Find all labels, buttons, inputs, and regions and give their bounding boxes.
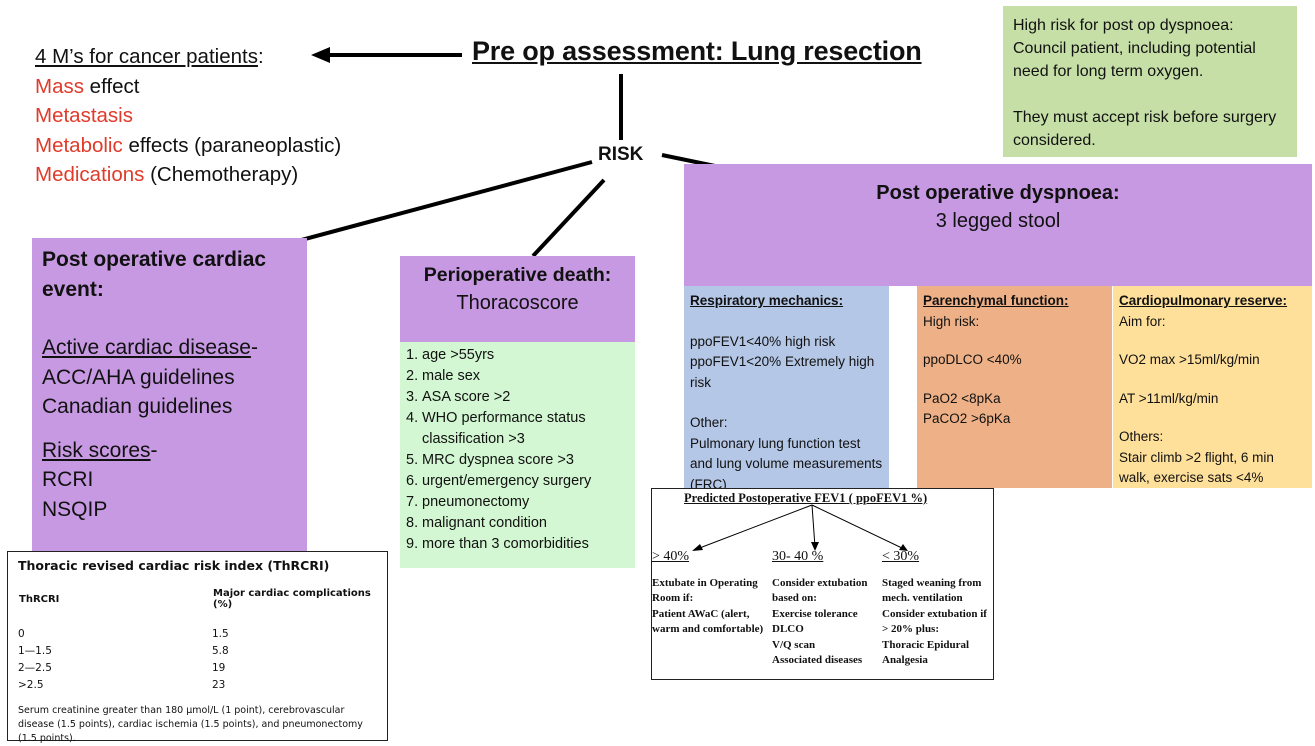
ppofev1-line: Exercise tolerance (772, 607, 858, 620)
parenchymal-line: ppoDLCO <40% (923, 352, 1022, 367)
perioperative-death-box: Perioperative death: Thoracoscore (400, 256, 635, 342)
table-row: 2—2.5 19 (18, 662, 377, 679)
list-item: 1.age >55yrs (406, 347, 495, 363)
thrcri-col-header: Major cardiac complications (%) (213, 588, 371, 610)
parenchymal-label: High risk: (923, 313, 980, 329)
respiratory-other-text: Pulmonary lung function test and lung vo… (690, 435, 883, 492)
four-ms-item: Medications (Chemotherapy) (35, 163, 299, 186)
ppofev1-column: > 40% Extubate in Operating Room if: Pat… (652, 549, 770, 638)
thrcri-score: 2—2.5 (18, 662, 52, 674)
arrowhead-icon (692, 544, 703, 551)
high-risk-note: High risk for post op dyspnoea: Council … (1003, 6, 1297, 157)
thrcri-pct: 5.8 (212, 645, 229, 657)
list-item: 3.ASA score >2 (406, 389, 511, 405)
four-ms-item: Mass effect (35, 74, 140, 98)
list-item: 6.urgent/emergency surgery (406, 473, 592, 489)
cardiac-heading: Post operative cardiac event: (42, 248, 267, 301)
thrcri-title: Thoracic revised cardiac risk index (ThR… (18, 558, 330, 573)
cardiac-item: RCRI (42, 468, 94, 491)
high-risk-line: They must accept risk before surgery con… (1013, 109, 1277, 149)
ppofev1-line: Consider extubation based on: (772, 576, 868, 605)
list-item: 9.more than 3 comorbidities (406, 536, 589, 552)
respiratory-mechanics-box: Respiratory mechanics: ppoFEV1<40% high … (684, 286, 889, 492)
high-risk-line: High risk for post op dyspnoea: Council … (1013, 17, 1256, 80)
respiratory-line: ppoFEV1<20% Extremely high risk (690, 354, 875, 390)
ppofev1-level: < 30% (882, 549, 920, 564)
ppofev1-line: DLCO (772, 623, 804, 635)
cardiac-item: NSQIP (42, 497, 108, 521)
table-row: 0 1.5 (18, 628, 377, 645)
ppofev1-arrows (692, 504, 908, 551)
cardiopulmonary-label: Aim for: (1119, 313, 1166, 329)
page-title: Pre op assessment: Lung resection (472, 36, 922, 66)
list-item: 8.malignant condition (406, 515, 547, 531)
dyspnoea-heading: Post operative dyspnoea: (876, 182, 1120, 204)
ppofev1-line: Consider extubation if > 20% plus: (882, 607, 987, 636)
table-row: >2.5 23 (18, 679, 377, 696)
cardiac-event-box: Post operative cardiac event: Active car… (32, 238, 307, 551)
thrcri-pct: 19 (212, 662, 226, 674)
four-ms-list: 4 M’s for cancer patients: Mass effect M… (35, 42, 341, 190)
risk-scores-label: Risk scores- (42, 438, 158, 462)
cardiac-item: ACC/AHA guidelines (42, 365, 235, 389)
risk-to-cardiac-line (252, 160, 593, 255)
ppofev1-line: V/Q scan (772, 638, 816, 651)
cardiopulmonary-reserve-box: Cardiopulmonary reserve: Aim for: VO2 ma… (1113, 286, 1312, 488)
list-item: 2.male sex (406, 368, 481, 384)
cardiopulmonary-line: AT >11ml/kg/min (1119, 390, 1219, 406)
thrcri-pct: 1.5 (212, 628, 229, 640)
list-item: 7.pneumonectomy (406, 494, 530, 510)
cardiac-item: Canadian guidelines (42, 395, 233, 418)
cardiopulmonary-others-label: Others: (1119, 429, 1164, 444)
ppofev1-line: Patient AWaC (alert, warm and comfortabl… (652, 607, 764, 636)
list-item: 5.MRC dyspnea score >3 (406, 452, 574, 468)
cardiopulmonary-line: VO2 max >15ml/kg/min (1119, 352, 1260, 367)
thrcri-score: >2.5 (18, 679, 44, 691)
ppofev1-line: Extubate in Operating Room if: (652, 576, 758, 605)
ppofev1-line: Staged weaning from mech. ventilation (882, 576, 982, 605)
active-disease-label: Active cardiac disease- (42, 336, 258, 359)
parenchymal-line: PaCO2 >6pKa (923, 411, 1011, 426)
ppofev1-level: 30- 40 % (772, 549, 824, 564)
dyspnoea-sub: 3 legged stool (935, 210, 1061, 232)
respiratory-heading: Respiratory mechanics: (690, 293, 844, 308)
four-ms-item: Metabolic effects (paraneoplastic) (35, 133, 342, 157)
thrcri-pct: 23 (212, 679, 226, 691)
respiratory-other-label: Other: (690, 415, 728, 430)
four-ms-item: Metastasis (35, 104, 133, 127)
risk-to-periop-line (531, 178, 606, 258)
thrcri-score: 0 (18, 628, 25, 640)
cardiopulmonary-others-text: Stair climb >2 flight, 6 min walk, exerc… (1119, 449, 1274, 486)
thrcri-col-header: ThRCRI (19, 593, 60, 605)
parenchymal-heading: Parenchymal function: (923, 293, 1069, 308)
thoracoscore-list: 1.age >55yrs 2.male sex 3.ASA score >2 4… (406, 345, 629, 555)
table-row: 1—1.5 5.8 (18, 645, 377, 662)
risk-node: RISK (598, 144, 644, 165)
thrcri-table: ThRCRI Major cardiac complications (%) 0… (18, 587, 377, 696)
ppofev1-line: Thoracic Epidural Analgesia (882, 638, 970, 667)
ppofev1-card: Predicted Postoperative FEV1 ( ppoFEV1 %… (651, 488, 994, 680)
list-item: 4.WHO performance status classification … (406, 410, 586, 447)
four-ms-heading: 4 M’s for cancer patients: (35, 45, 264, 68)
thoracoscore-list-box: 1.age >55yrs 2.male sex 3.ASA score >2 4… (400, 342, 635, 568)
thrcri-table-card: Thoracic revised cardiac risk index (ThR… (7, 551, 388, 744)
arrowhead-icon (311, 47, 330, 63)
arrowhead-icon (811, 542, 819, 551)
thrcri-note: Serum creatinine greater than 180 µmol/L… (18, 705, 363, 744)
ppofev1-column: 30- 40 % Consider extubation based on: E… (772, 549, 880, 669)
ppofev1-level: > 40% (652, 549, 690, 564)
thrcri-score: 1—1.5 (18, 645, 52, 657)
respiratory-line: ppoFEV1<40% high risk (690, 333, 836, 349)
ppofev1-column: < 30% Staged weaning from mech. ventilat… (882, 549, 992, 669)
ppofev1-line: Associated diseases (772, 654, 863, 666)
cardiopulmonary-heading: Cardiopulmonary reserve: (1119, 293, 1288, 308)
periop-sub: Thoracoscore (456, 292, 579, 314)
ppofev1-title: Predicted Postoperative FEV1 ( ppoFEV1 %… (684, 491, 928, 505)
post-op-dyspnoea-box: Post operative dyspnoea: 3 legged stool (684, 164, 1312, 286)
periop-heading: Perioperative death: (423, 264, 612, 286)
parenchymal-function-box: Parenchymal function: High risk: ppoDLCO… (917, 286, 1112, 488)
arrowhead-icon (899, 544, 908, 551)
parenchymal-line: PaO2 <8pKa (923, 390, 1001, 406)
